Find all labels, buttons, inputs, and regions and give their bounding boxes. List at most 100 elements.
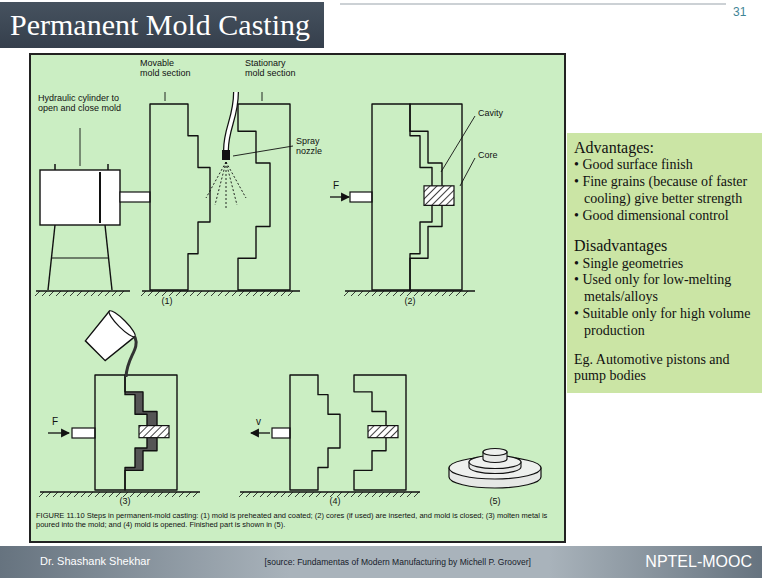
author-name: Dr. Shashank Shekhar [40,555,150,568]
piston [99,172,101,223]
spray-tube [226,92,236,150]
ground-hatch [358,291,363,296]
figure-panel [30,54,565,542]
ground-hatch [393,492,398,497]
ground-hatch [197,291,202,296]
spray-jet [215,162,226,205]
force-arrow [330,196,349,197]
spray-jet [226,162,246,198]
ground-hatch [414,492,419,497]
ground-hatch [155,291,160,296]
label-slot: (3) [113,496,137,506]
ground-hatch [84,291,89,296]
ground-hatch [344,492,349,497]
bullet-item: • Good surface finish [574,157,758,174]
step-number: (5) [483,496,507,506]
ground-hatch [77,291,82,296]
bullet-item: • Fine grains (because of faster cooling… [574,174,758,208]
ground-hatch [267,492,272,497]
ladle-rim [107,308,138,339]
header-rule [340,3,726,4]
ground-hatch [260,291,265,296]
ground-hatch [246,291,251,296]
cylinder-port [54,164,56,170]
spray-jet [226,162,237,205]
ground-hatch [95,492,100,497]
ground-hatch [42,291,47,296]
figure-caption: FIGURE 11.10 Steps in permanent-mold cas… [36,511,558,529]
ground-hatch [204,291,209,296]
cylinder-port [107,164,109,170]
pour-stream [126,337,136,377]
ground-hatch [386,492,391,497]
ground-hatch [70,291,75,296]
footer-band: Dr. Shashank Shekhar[source: Fundamentas… [0,546,762,578]
leader-line [262,92,263,101]
ground-hatch [421,291,426,296]
ground-hatch [35,291,40,296]
ground-hatch [119,291,124,296]
ground-hatch [358,492,363,497]
ground-hatch [56,291,61,296]
stationary-mold-half [354,375,406,490]
core-insert [139,426,169,438]
ground-hatch [151,492,156,497]
title-bar: Permanent Mold Casting [0,2,324,48]
part-label: Movable mold section [140,58,196,79]
ground-hatch [449,291,454,296]
leader-line [441,116,475,172]
ground-hatch [91,291,96,296]
ground-hatch [309,492,314,497]
ground-hatch [288,291,293,296]
ground-hatch [393,291,398,296]
piston-rod [350,192,372,202]
velocity-arrow [251,432,270,433]
label-slot: Stationary mold section [245,58,303,79]
ground-hatch [400,492,405,497]
ground-line [36,290,130,291]
ground-hatch [144,492,149,497]
ground-hatch [281,291,286,296]
label-slot: Hydraulic cylinder to open and close mol… [38,93,130,114]
ground-hatch [365,492,370,497]
stationary-mold-half [125,375,177,490]
ground-hatch [414,291,419,296]
ground-hatch [267,291,272,296]
ground-line [345,290,475,291]
ground-hatch [193,492,198,497]
ground-hatch [176,291,181,296]
ground-hatch [288,492,293,497]
ground-hatch [344,291,349,296]
label-slot: F [52,416,64,428]
example-note: Eg. Automotive pistons and pump bodies [574,352,758,386]
ground-hatch [407,492,412,497]
ground-hatch [456,291,461,296]
cylinder-stand [52,257,108,258]
ground-hatch [400,291,405,296]
stationary-mold-half [410,104,462,290]
ground-hatch [365,291,370,296]
slide-title: Permanent Mold Casting [10,2,310,48]
ground-hatch [102,492,107,497]
ground-hatch [162,291,167,296]
force-label: F [52,416,64,428]
velocity-label: v [256,416,268,428]
ground-hatch [372,492,377,497]
ground-hatch [60,492,65,497]
ground-hatch [379,291,384,296]
ground-hatch [225,291,230,296]
ground-hatch [323,492,328,497]
ground-hatch [158,492,163,497]
ground-hatch [253,291,258,296]
step-number: (2) [398,296,422,306]
ground-hatch [274,291,279,296]
ground-hatch [46,492,51,497]
ground-hatch [67,492,72,497]
ground-hatch [428,291,433,296]
ground-hatch [281,492,286,497]
part-label: Stationary mold section [245,58,303,79]
piston-rod [272,428,290,438]
ground-hatch [435,291,440,296]
ground-hatch [463,291,468,296]
bullet-panel: Advantages:• Good surface finish• Fine g… [567,133,762,393]
